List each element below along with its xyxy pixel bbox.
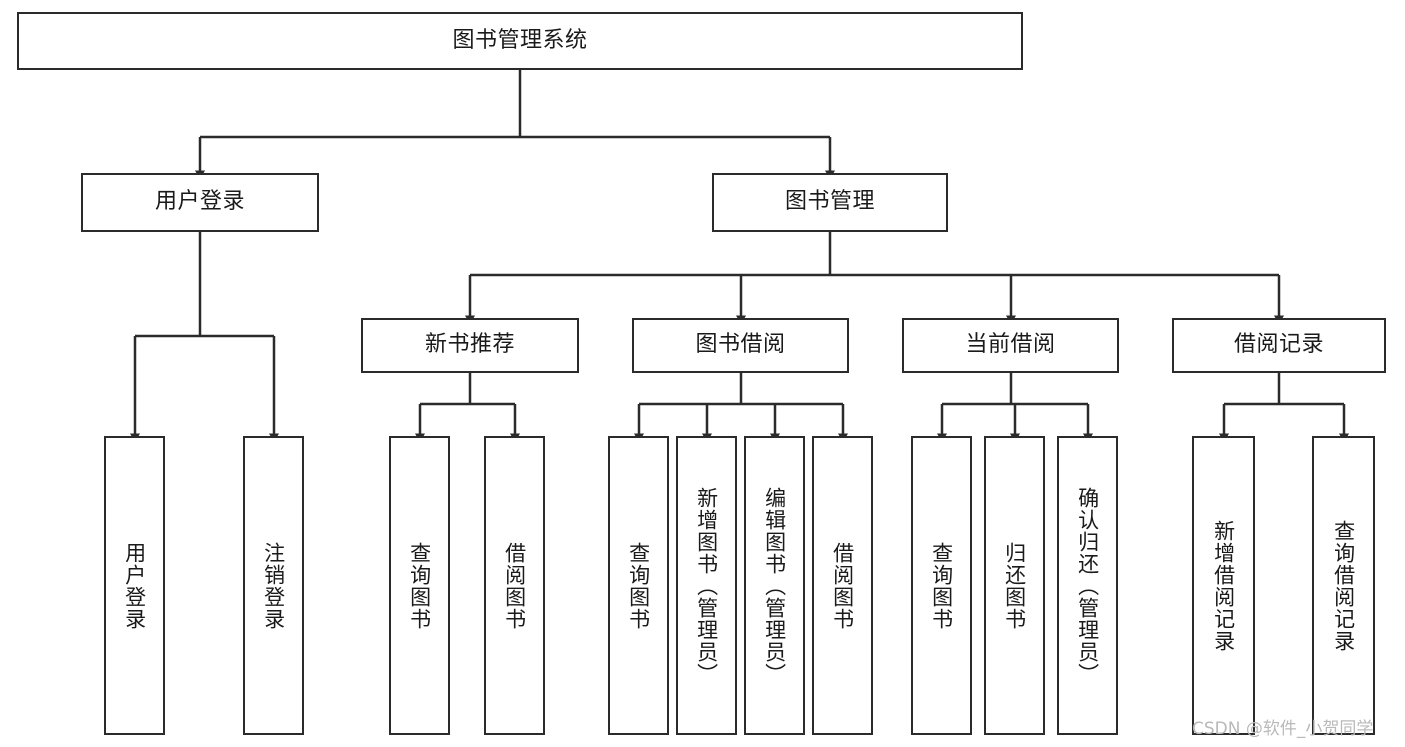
node-leaf-borrow-book[interactable]: 借阅图书 — [812, 436, 873, 735]
node-borrow-record[interactable]: 借阅记录 — [1172, 318, 1386, 373]
node-label: 图书管理系统 — [452, 27, 588, 53]
node-label: 查询借阅记录 — [1331, 519, 1356, 652]
node-current-borrow[interactable]: 当前借阅 — [902, 318, 1119, 373]
node-label: 归还图书 — [1002, 541, 1027, 630]
node-leaf-query-book-borrow[interactable]: 查询图书 — [608, 436, 669, 735]
node-label: 图书借阅 — [695, 332, 786, 358]
node-user-login[interactable]: 用户登录 — [81, 173, 319, 232]
node-root[interactable]: 图书管理系统 — [17, 12, 1023, 70]
node-label: 查询图书 — [929, 541, 954, 630]
node-label: 用户登录 — [122, 541, 147, 630]
node-leaf-add-book[interactable]: 新增图书（管理员） — [676, 436, 737, 735]
node-leaf-query-record[interactable]: 查询借阅记录 — [1312, 436, 1375, 735]
csdn-watermark: CSDN @软件_小贺同学 — [1192, 719, 1374, 739]
node-leaf-query-book-rec[interactable]: 查询图书 — [389, 436, 450, 735]
node-label: 查询图书 — [407, 541, 432, 630]
node-leaf-add-record[interactable]: 新增借阅记录 — [1192, 436, 1255, 735]
edge-layer — [130, 70, 1349, 443]
node-label: 当前借阅 — [965, 332, 1056, 358]
node-leaf-confirm-return[interactable]: 确认归还（管理员） — [1057, 436, 1118, 735]
node-label: 借阅记录 — [1233, 332, 1324, 358]
node-leaf-return-book[interactable]: 归还图书 — [984, 436, 1045, 735]
node-leaf-query-book-cur[interactable]: 查询图书 — [911, 436, 972, 735]
node-leaf-borrow-book-rec[interactable]: 借阅图书 — [484, 436, 545, 735]
node-book-borrow[interactable]: 图书借阅 — [632, 318, 849, 373]
node-leaf-edit-book[interactable]: 编辑图书（管理员） — [744, 436, 805, 735]
node-label: 编辑图书（管理员） — [762, 486, 787, 685]
node-label: 新增借阅记录 — [1211, 519, 1236, 652]
node-label: 确认归还（管理员） — [1075, 486, 1100, 685]
node-book-manage[interactable]: 图书管理 — [712, 173, 948, 232]
node-label: 借阅图书 — [502, 541, 527, 630]
node-leaf-user-login[interactable]: 用户登录 — [104, 436, 165, 735]
node-new-book-recommend[interactable]: 新书推荐 — [361, 318, 579, 373]
node-leaf-logout[interactable]: 注销登录 — [243, 436, 304, 735]
node-label: 借阅图书 — [830, 541, 855, 630]
node-label: 新增图书（管理员） — [694, 486, 719, 685]
node-label: 新书推荐 — [424, 332, 515, 358]
node-label: 用户登录 — [154, 189, 245, 215]
node-label: 注销登录 — [261, 541, 286, 630]
node-label: 图书管理 — [784, 189, 875, 215]
node-label: 查询图书 — [626, 541, 651, 630]
